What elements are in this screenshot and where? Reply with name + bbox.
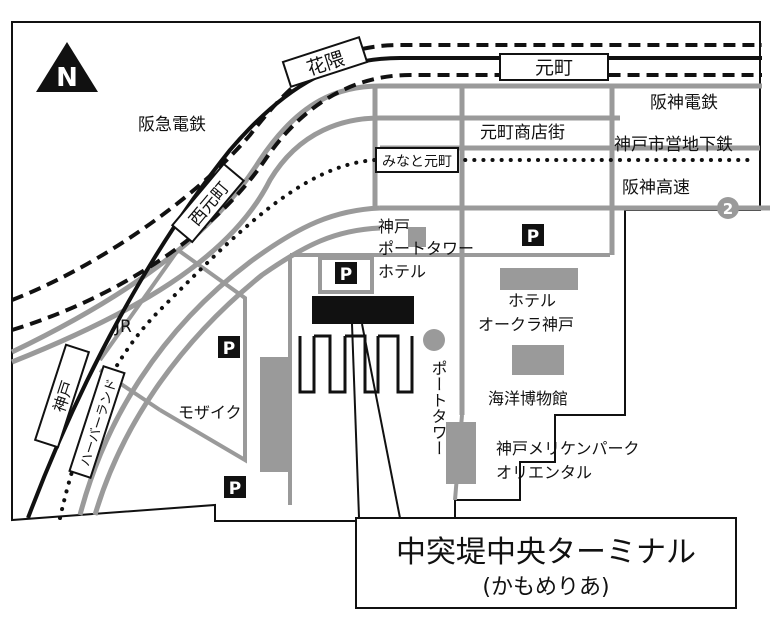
svg-text:P: P — [229, 479, 241, 499]
terminal-name: 中突堤中央ターミナル — [396, 535, 696, 570]
parking-marker: P — [335, 262, 357, 285]
svg-text:元町: 元町 — [535, 57, 573, 79]
label-hankyu: 阪急電鉄 — [138, 115, 206, 135]
station-minatomotomachi: みなと元町 — [375, 147, 459, 173]
label-hanshin-expressway: 阪神高速 — [622, 178, 690, 198]
terminal-callout: 中突堤中央ターミナル (かもめりあ) — [355, 517, 737, 609]
buildings — [260, 227, 578, 484]
label-meriken-2: オリエンタル — [496, 463, 592, 482]
station-kobe: 神戸 — [33, 343, 91, 449]
parking-marker: P — [522, 224, 544, 247]
north-arrow: N — [36, 42, 98, 93]
port-tower-circle — [423, 329, 445, 351]
roads — [10, 83, 770, 516]
svg-text:P: P — [340, 265, 352, 285]
north-label: N — [56, 63, 78, 93]
label-hanshin: 阪神電鉄 — [650, 93, 718, 113]
svg-text:P: P — [223, 339, 235, 359]
parking-marker: P — [224, 476, 246, 499]
label-jr: JR — [114, 317, 132, 337]
maritime-museum-building — [512, 345, 564, 375]
svg-text:みなと元町: みなと元町 — [382, 154, 452, 170]
parking-marker: P — [218, 336, 240, 359]
terminal-building — [312, 296, 414, 324]
station-motomachi: 元町 — [499, 53, 609, 81]
svg-text:2: 2 — [723, 200, 733, 218]
hotel-okura-building — [500, 268, 578, 290]
label-port-tower-vertical: ポートタワー — [429, 360, 448, 456]
label-mosaic: モザイク — [178, 403, 242, 422]
label-port-tower-3: ホテル — [378, 262, 426, 281]
terminal-subname: (かもめりあ) — [482, 575, 609, 600]
label-subway: 神戸市営地下鉄 — [614, 135, 733, 155]
label-port-tower-1: 神戸 — [378, 217, 410, 236]
station-hanakuma: 花隈 — [281, 36, 369, 88]
port-tower-hotel-building — [408, 227, 426, 247]
label-okura-1: ホテル — [508, 291, 556, 310]
label-shotengai: 元町商店街 — [480, 123, 565, 143]
terminal-pier — [298, 296, 414, 546]
label-okura-2: オークラ神戸 — [478, 315, 574, 334]
svg-text:P: P — [527, 227, 539, 247]
label-port-tower-2: ポートタワー — [378, 239, 474, 258]
mosaic-building — [260, 357, 288, 472]
label-meriken-1: 神戸メリケンパーク — [496, 439, 640, 458]
label-maritime-museum: 海洋博物館 — [488, 389, 568, 408]
route-2-marker: 2 — [717, 197, 739, 219]
port-tower-base — [446, 422, 476, 484]
